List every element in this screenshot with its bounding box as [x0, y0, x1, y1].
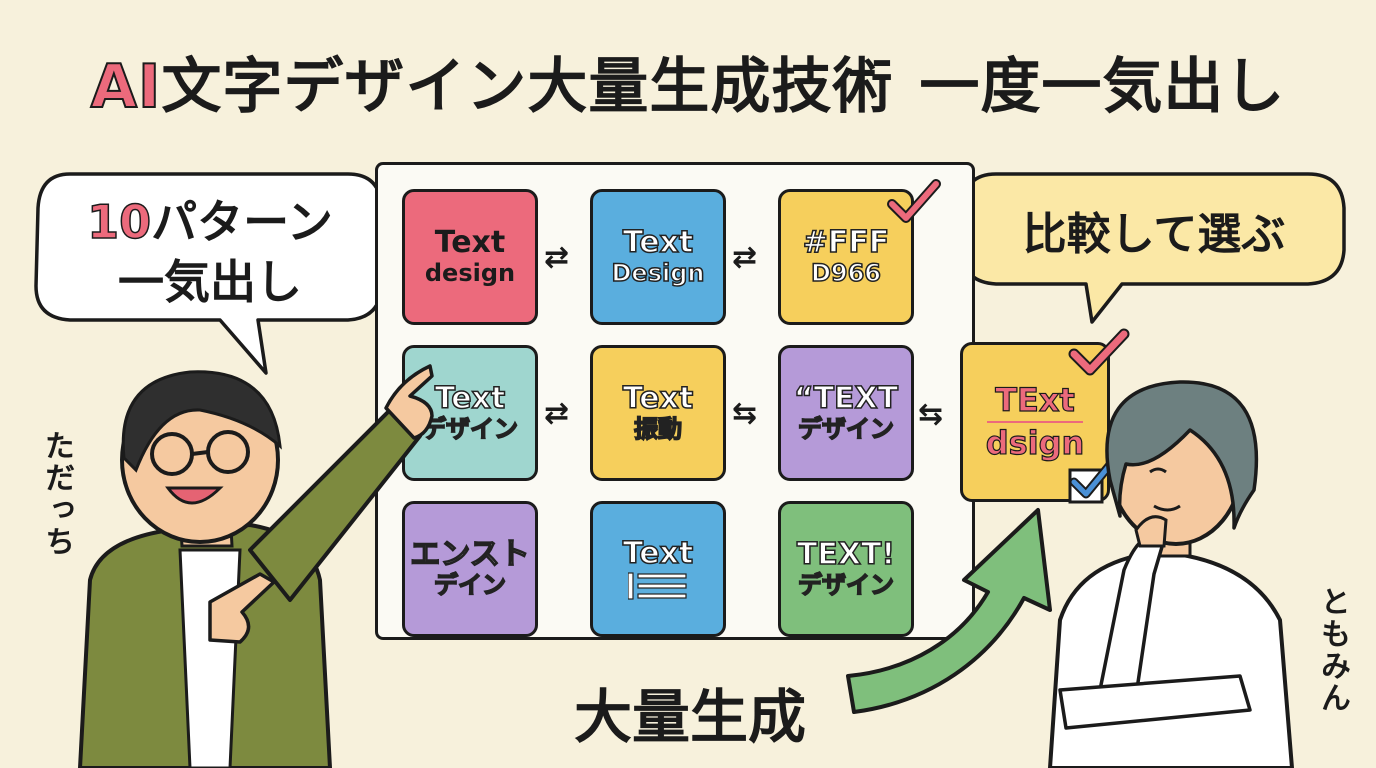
tile-8-line1: Text [622, 535, 694, 571]
tile-3-line2: D966 [810, 259, 882, 288]
tile-7[interactable]: エンスト デイン [402, 501, 538, 637]
tile-4-line1: Text [434, 380, 506, 416]
tile-7-line2: デイン [433, 571, 507, 600]
swap-arrow-icon: ⇆ [732, 396, 758, 431]
tile-6[interactable]: “TEXT デザイン [778, 345, 914, 481]
right-bubble-text: 比較して選ぶ [1022, 209, 1286, 260]
swap-arrow-icon: ⇄ [732, 240, 758, 275]
left-bubble-line2: 一気出し [118, 255, 302, 309]
tile-5-line1: Text [622, 380, 694, 416]
design-board: Text design Text Design #FFF D966 Text デ… [375, 162, 975, 640]
tile-2[interactable]: Text Design [590, 189, 726, 325]
selected-tile-line2: dsign [985, 424, 1085, 462]
tile-4-line2: デザイン [421, 415, 519, 444]
title-suffix: 一度一気出し [919, 52, 1286, 122]
tile-9[interactable]: TEXT! デザイン [778, 501, 914, 637]
selected-tile-line1: TExt [995, 381, 1076, 420]
tile-9-line1: TEXT! [796, 536, 896, 572]
tile-1[interactable]: Text design [402, 189, 538, 325]
left-bubble-count: 10 [86, 194, 152, 250]
tile-1-line1: Text [434, 224, 506, 260]
check-icon [887, 179, 941, 223]
left-bubble-line1: パターン [151, 195, 333, 249]
tile-5-line2: 振動 [633, 415, 683, 444]
swap-arrow-icon: ⇄ [544, 240, 570, 275]
title-ai: AI [90, 51, 162, 123]
swap-arrow-icon: ⇆ [918, 397, 944, 432]
selected-tile-underline [987, 421, 1083, 423]
tile-3[interactable]: #FFF D966 [778, 189, 914, 325]
tile-6-line1: “TEXT [793, 380, 899, 416]
green-curved-arrow-icon [846, 508, 1052, 714]
tile-8[interactable]: Text [590, 501, 726, 637]
left-character-name: ただっち [39, 430, 74, 558]
thinking-woman-illustration [1048, 380, 1294, 768]
pointing-man-illustration [78, 364, 434, 768]
check-icon [1068, 328, 1130, 376]
right-character-name: ともみん [1315, 586, 1350, 714]
page-title: AI文字デザイン大量生成技術一度一気出し [0, 38, 1376, 125]
tile-2-line1: Text [622, 224, 694, 260]
tile-7-line1: エンスト [410, 536, 531, 572]
swap-arrow-icon: ⇄ [544, 396, 570, 431]
tile-6-line2: デザイン [797, 415, 895, 444]
tile-2-line2: Design [611, 259, 705, 288]
tile-1-line2: design [424, 259, 516, 288]
mass-generation-label: 大量生成 [574, 683, 807, 751]
lines-icon [628, 572, 687, 600]
tile-3-line1: #FFF [802, 224, 890, 260]
tile-9-line2: デザイン [797, 571, 895, 600]
title-main: 文字デザイン大量生成技術 [161, 52, 894, 122]
checkbox-icon [1068, 455, 1119, 504]
tile-5[interactable]: Text 振動 [590, 345, 726, 481]
left-bubble-text: 10パターン 一気出し [50, 192, 370, 312]
